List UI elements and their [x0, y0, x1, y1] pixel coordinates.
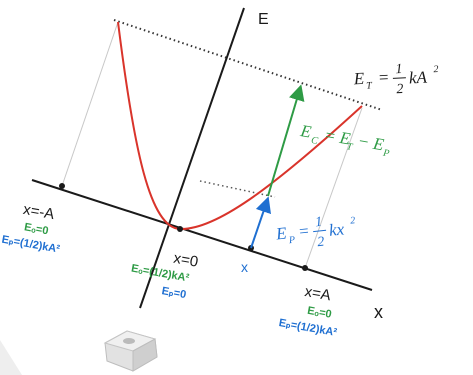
position-axis [31, 179, 373, 291]
svg-text:1: 1 [395, 62, 403, 77]
kinetic-value-left: Eₒ=0 [23, 221, 49, 237]
total-energy-level-line [113, 19, 383, 111]
position-label-left: x=-A [22, 201, 56, 223]
watermark-logo-icon [103, 330, 158, 372]
kinetic-energy-formula: E C = E T − E P [298, 121, 390, 160]
page-fold-shadow [0, 340, 22, 375]
position-label-right: x=A [303, 283, 332, 304]
label-group-center: x=0 Eₒ=(1/2)kA² Eₚ=0 [130, 250, 199, 301]
svg-text:2: 2 [396, 82, 404, 97]
svg-text:E: E [274, 223, 288, 243]
svg-text:T: T [346, 141, 355, 153]
potential-value-center: Eₚ=0 [161, 285, 187, 301]
svg-text:1: 1 [314, 215, 323, 231]
point-center [177, 226, 183, 232]
svg-text:− E: − E [356, 131, 386, 154]
potential-energy-arrow [250, 196, 271, 249]
svg-text:E: E [352, 69, 365, 89]
svg-text:=: = [377, 68, 389, 88]
energy-axis-label: E [258, 11, 269, 28]
svg-text:P: P [381, 147, 390, 159]
svg-text:T: T [366, 80, 374, 91]
kinetic-value-right: Eₒ=0 [306, 305, 332, 321]
position-label-center: x=0 [172, 250, 199, 271]
position-axis-label: x [374, 302, 383, 322]
position-label-marker: x [241, 259, 248, 275]
svg-text:C: C [310, 135, 319, 147]
total-energy-formula: E T = 1 2 kA 2 [352, 62, 439, 97]
svg-text:=: = [297, 221, 310, 241]
kinetic-energy-arrow [267, 84, 305, 197]
label-group-left: x=-A Eₒ=0 Eₚ=(1/2)kA² [1, 201, 61, 256]
guide-right [304, 107, 363, 269]
guide-left [61, 21, 119, 187]
energy-axis [139, 7, 245, 309]
point-right [302, 265, 308, 271]
svg-text:kx: kx [328, 219, 345, 240]
potential-energy-formula: E P = 1 2 kx 2 [274, 215, 356, 251]
svg-text:= E: = E [323, 125, 353, 148]
point-left [59, 183, 65, 189]
svg-text:2: 2 [433, 64, 439, 75]
svg-text:P: P [287, 235, 295, 247]
svg-text:kA: kA [408, 68, 428, 88]
svg-text:2: 2 [317, 235, 326, 251]
potential-value-left: Eₚ=(1/2)kA² [1, 234, 61, 256]
potential-level-line [199, 180, 276, 198]
svg-text:2: 2 [350, 215, 356, 226]
svg-text:E: E [298, 121, 313, 142]
label-group-right: x=A Eₒ=0 Eₚ=(1/2)kA² [278, 283, 338, 339]
